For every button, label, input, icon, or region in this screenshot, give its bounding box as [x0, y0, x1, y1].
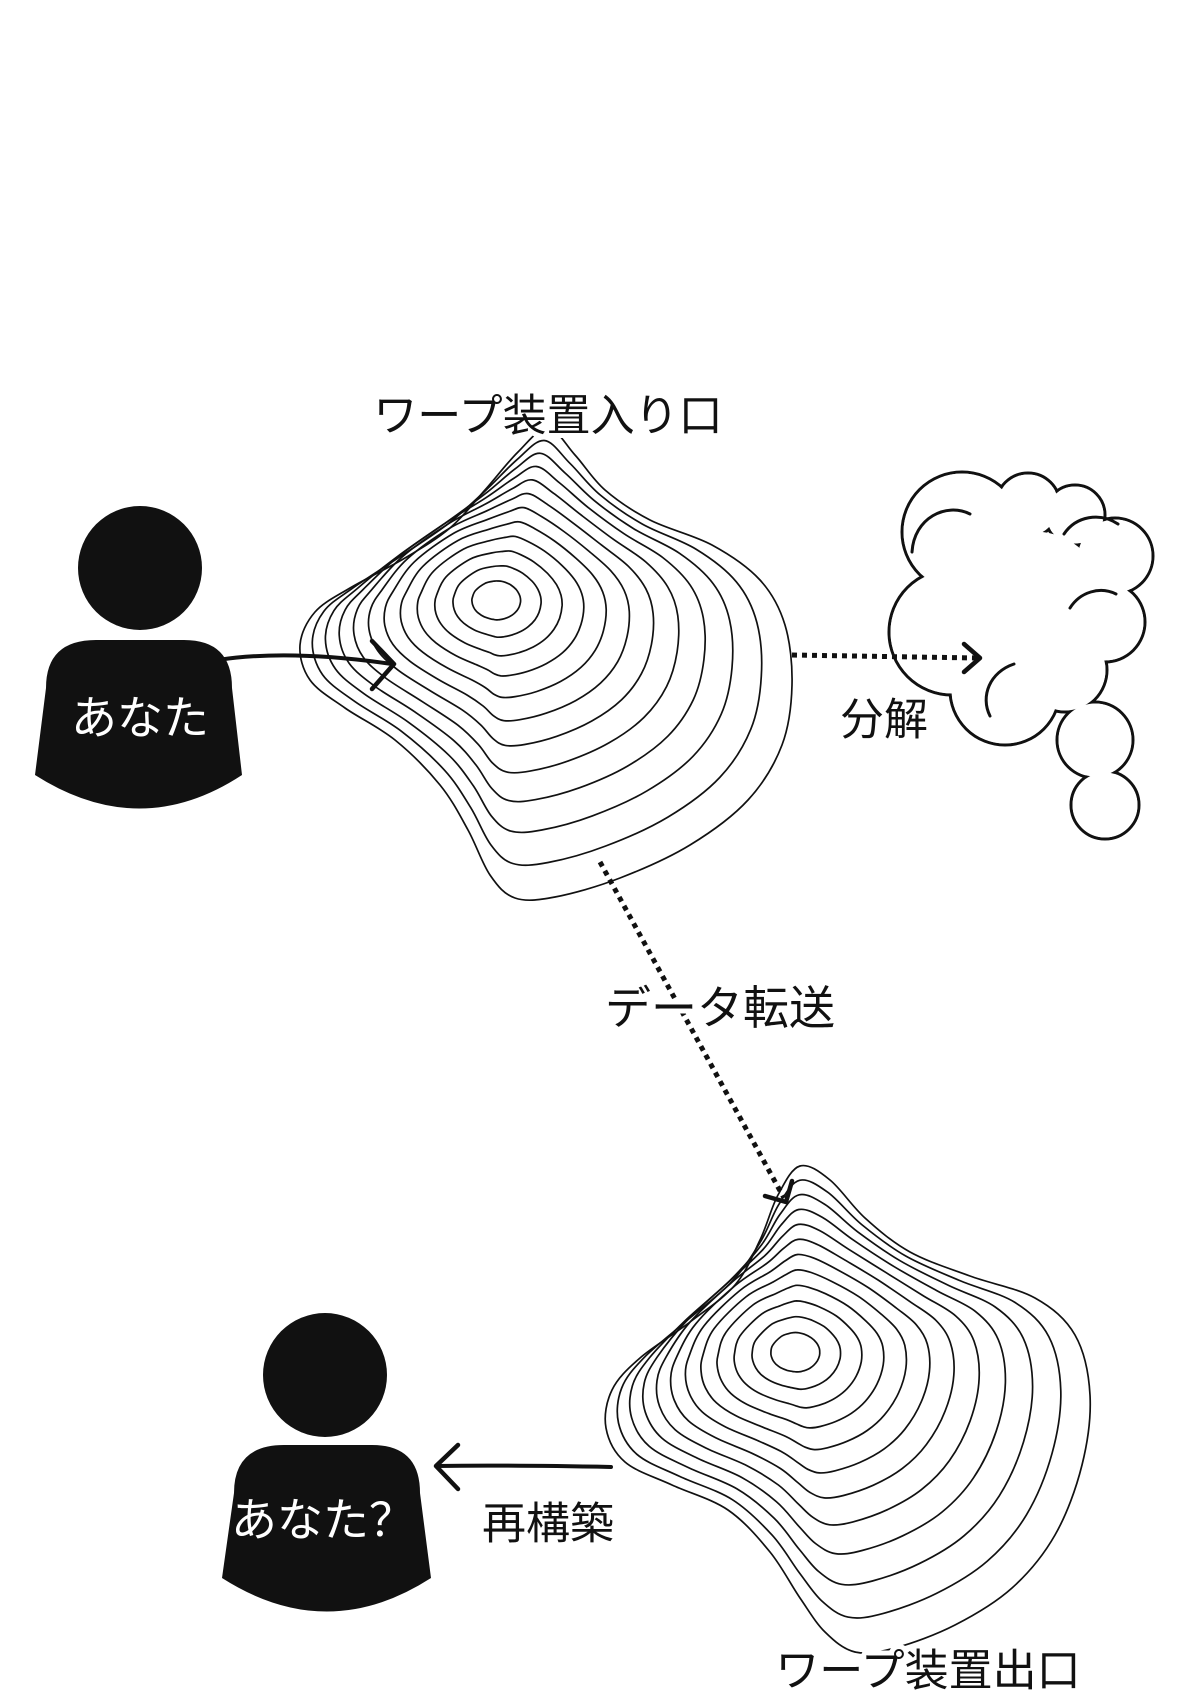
warp-exit-contour-icon — [604, 1164, 1092, 1654]
cloud-body — [890, 473, 1152, 838]
data-transfer-label: データ転送 — [605, 981, 835, 1035]
person-head — [263, 1313, 387, 1437]
person-rebuilt-label: あなた？ — [231, 1493, 415, 1547]
exit-contour-ring — [616, 1179, 1062, 1619]
cloud-detail-line — [1068, 589, 1118, 610]
exit-contour-ring — [751, 1315, 842, 1391]
decompose-arrow-head — [961, 641, 983, 675]
cloud-puff-fill — [1046, 486, 1104, 544]
entrance-contour-ring — [367, 492, 655, 747]
warp-entrance-label: ワープ装置入り口 — [373, 391, 722, 442]
cloud-detail-line — [910, 508, 972, 554]
cloud-detail-line — [1062, 515, 1120, 536]
person-you-label: あなた — [71, 691, 209, 745]
enter-arrow-head — [369, 638, 397, 692]
exit-contour-ring — [770, 1331, 821, 1373]
entrance-contour-ring — [399, 520, 608, 699]
entrance-contour-ring — [470, 580, 522, 621]
exit-contour-ring — [684, 1253, 931, 1474]
entrance-contour-ring — [416, 535, 585, 677]
person-body — [35, 640, 242, 809]
cloud-detail-line — [984, 662, 1016, 718]
data-transfer-arrow-head — [762, 1178, 795, 1205]
data-transfer-arrow-shaft — [597, 860, 787, 1200]
entrance-contour-ring — [433, 550, 563, 657]
exit-contour-ring — [604, 1164, 1092, 1654]
entrance-contour-ring — [338, 465, 706, 803]
exit-contour-ring — [628, 1193, 1034, 1586]
person-body — [222, 1445, 431, 1612]
entrance-contour-ring — [452, 565, 542, 639]
data-transfer-arrow — [597, 860, 795, 1205]
person-rebuilt-icon: あなた？ — [222, 1313, 431, 1612]
rebuild-arrow-head — [433, 1442, 461, 1492]
person-head — [78, 506, 202, 630]
cloud-puff-fill — [1058, 703, 1132, 777]
dust-cloud-icon — [887, 470, 1155, 841]
warp-exit-label: ワープ装置出口 — [775, 1646, 1080, 1697]
exit-contour-ring — [716, 1284, 885, 1429]
exit-contour-ring — [733, 1300, 863, 1409]
rebuild-arrow-shaft — [435, 1463, 613, 1469]
decompose-arrow — [791, 641, 983, 675]
entrance-contour-ring — [311, 439, 763, 867]
warp-entrance-contour-icon — [299, 427, 793, 902]
rebuild-arrow — [433, 1442, 613, 1492]
decompose-label: 分解 — [840, 695, 928, 746]
cloud-puff-fill — [966, 531, 1104, 669]
rebuild-label: 再構築 — [482, 1499, 614, 1550]
cloud-puff-fill — [997, 474, 1059, 536]
enter-gate-arrow — [216, 638, 397, 692]
entrance-contour-ring — [383, 506, 631, 722]
exit-contour-ring — [669, 1238, 955, 1499]
exit-contour-ring — [642, 1208, 1007, 1555]
exit-contour-ring — [700, 1268, 908, 1451]
entrance-contour-ring — [299, 427, 793, 902]
person-you-icon: あなた — [35, 506, 242, 809]
exit-contour-ring — [655, 1223, 981, 1526]
entrance-contour-ring — [352, 478, 680, 774]
enter-arrow-shaft — [216, 653, 394, 666]
decompose-arrow-shaft — [791, 652, 978, 661]
cloud-puff-fill — [1072, 772, 1138, 838]
